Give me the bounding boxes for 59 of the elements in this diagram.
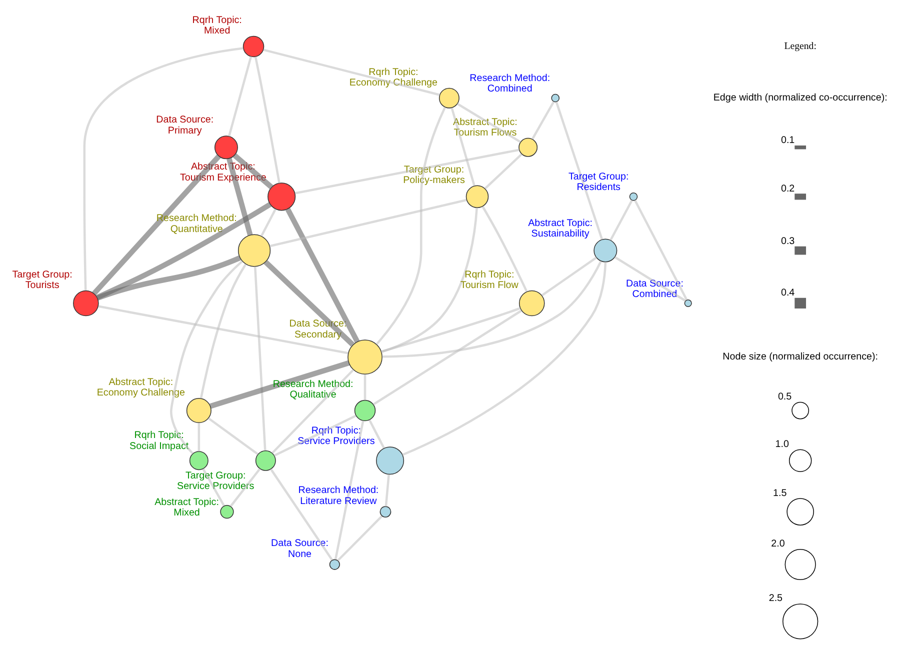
node-circle	[329, 559, 340, 570]
legend-label: 0.1	[780, 135, 795, 146]
legend-label: 0.4	[780, 288, 795, 299]
legend-label: 0.2	[780, 183, 795, 194]
connector	[170, 260, 243, 454]
node-label: Abstract Topic: Sustainability	[528, 218, 592, 240]
node-circle	[518, 290, 545, 316]
node-circle	[518, 138, 538, 157]
legend-label: 2.5	[768, 593, 783, 604]
label: Node size (normalized occurrence):	[722, 352, 878, 363]
node-circle	[186, 398, 212, 424]
node-circle	[438, 88, 460, 108]
label: Legend:	[784, 41, 816, 52]
node-circle	[348, 340, 382, 375]
legend-label: 2.0	[771, 538, 785, 550]
node-circle	[255, 450, 276, 471]
legend-label: 0.5	[778, 391, 792, 402]
node-label: Target Group: Residents	[568, 172, 629, 194]
node-label: Data Source: Combined	[626, 278, 684, 300]
legend-label: 1.0	[775, 438, 789, 450]
node-label: Rqrh Topic: Economy Challenge	[349, 66, 438, 88]
node-circle	[268, 182, 296, 211]
node-label: Target Group: Tourists	[12, 269, 72, 291]
node-label: Abstract Topic: Mixed	[154, 496, 219, 519]
node-label: Abstract Topic: Tourism Experience	[180, 162, 266, 184]
node-circle	[238, 234, 271, 267]
node-label: Data Source: None	[271, 538, 329, 560]
node-label: Data Source: Primary	[156, 114, 214, 136]
node-label: Rqrh Topic: Social Impact	[130, 430, 189, 452]
node-label: Research Method: Quantitative	[156, 213, 237, 235]
node-label: Target Group: Service Providers	[177, 470, 254, 492]
label: Edge width (normalized co-occurrence):	[713, 92, 888, 104]
node-circle	[220, 504, 234, 519]
node-circle	[242, 36, 264, 58]
node-label: Rqrh Topic: Service Providers	[298, 426, 375, 448]
node-circle	[376, 446, 404, 475]
node-circle	[214, 136, 238, 160]
node-circle	[629, 192, 638, 201]
node-circle	[380, 506, 392, 518]
node-circle	[354, 400, 376, 422]
node-label: Target Group: Policy-makers	[403, 164, 465, 186]
node-label: Research Method: Literature Review	[298, 485, 379, 507]
node-circle	[594, 238, 618, 262]
node-circle	[551, 94, 560, 102]
node-label: Data Source: Secondary	[289, 318, 347, 340]
connector	[402, 262, 607, 456]
node-circle	[73, 290, 99, 316]
node-circle	[189, 451, 208, 470]
legend-label: 0.3	[780, 236, 795, 247]
node-label: Abstract Topic: Tourism Flows	[453, 116, 518, 139]
node-label: Rqrh Topic: Tourism Flow	[460, 269, 518, 291]
node-label: Abstract Topic: Economy Challenge	[96, 377, 185, 399]
node-circle	[684, 299, 692, 308]
node-label: Research Method: Combined	[470, 72, 550, 95]
legend-label: 1.5	[773, 488, 787, 499]
node-label: Rqrh Topic: Mixed	[192, 14, 242, 37]
connector	[83, 47, 244, 291]
node-circle	[466, 185, 489, 208]
node-label: Research Method: Qualitative	[272, 378, 354, 401]
